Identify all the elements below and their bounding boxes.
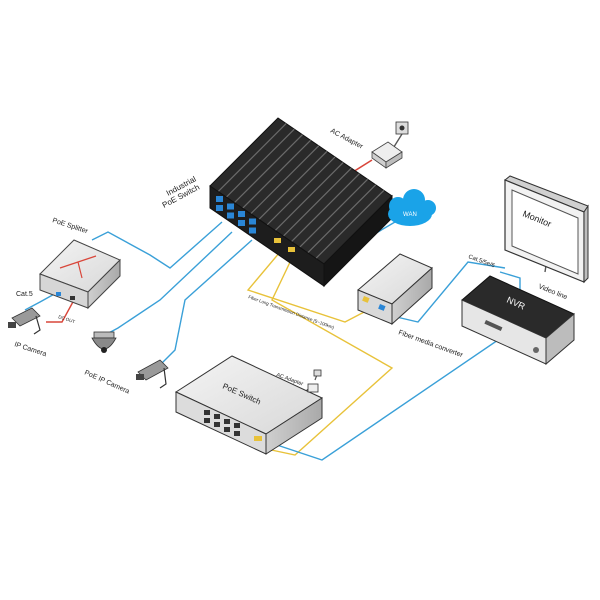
wan-cloud-icon (388, 189, 436, 226)
small-ac-adapter (307, 369, 322, 393)
poe-splitter-device (39, 239, 121, 310)
poe-dome-camera (91, 331, 117, 353)
heatsink-fin (299, 178, 368, 248)
heatsink-fin (234, 134, 303, 204)
ethernet-port (216, 196, 223, 202)
fiber-to-converter (246, 251, 369, 323)
heatsink-fin (258, 151, 328, 220)
heatsink-fin (217, 123, 287, 192)
label-cat5-left: Cat.5 (16, 291, 33, 298)
ethernet-port (238, 220, 245, 226)
cable-splitter (91, 221, 223, 269)
industrial-ports (216, 196, 295, 252)
ethernet-port (249, 218, 256, 225)
poe-bullet-camera (136, 359, 169, 389)
fiber-media-converter (357, 253, 433, 326)
ethernet-port (238, 211, 245, 217)
label-poe-ip-camera: PoE IP Camera (83, 369, 130, 395)
heatsink-fin (315, 190, 385, 259)
ethernet-port (227, 203, 234, 210)
heatsink-fin (250, 145, 320, 215)
ac-adapter-top (371, 141, 403, 169)
heatsink-fin (282, 167, 352, 237)
label-dc-out: DC OUT (58, 314, 76, 324)
cable-converter-nvr (387, 261, 506, 323)
heatsink-fin (307, 184, 377, 254)
heatsink-fin (266, 156, 336, 226)
label-ip-camera: IP Camera (13, 341, 47, 358)
fiber-port (288, 247, 295, 252)
label-fiber-distance: Fiber Long Transmission Distance (5~100k… (248, 294, 336, 330)
heatsink-fin (242, 139, 311, 209)
monitor-icon (504, 175, 589, 284)
heatsink-fin (291, 173, 360, 243)
label-wan: WAN (403, 212, 417, 218)
heatsink-fin (225, 128, 295, 198)
cable-bullet-camera (159, 239, 253, 366)
industrial-poe-switch (209, 117, 393, 288)
cable-dome-camera (104, 231, 233, 336)
heatsink-fin (274, 162, 344, 231)
ethernet-port (216, 205, 223, 211)
fiber-port (274, 238, 281, 243)
label-video-line: Video line (537, 283, 568, 301)
ethernet-port (249, 227, 256, 234)
ip-camera-left (8, 307, 41, 335)
label-ac-adapter-top: AC Adapter (329, 128, 364, 151)
label-poe-splitter: PoE Splitter (51, 217, 89, 235)
cable-dc-out (46, 299, 75, 323)
fiber-to-poe-switch (261, 257, 394, 456)
cable-splitter-camera (24, 291, 59, 311)
poe-switch-device (174, 355, 324, 455)
nvr-device (461, 275, 575, 366)
label-fiber-media-converter: Fiber media converter (397, 329, 464, 359)
ethernet-port (227, 212, 234, 219)
wall-plug-icon (395, 121, 409, 135)
